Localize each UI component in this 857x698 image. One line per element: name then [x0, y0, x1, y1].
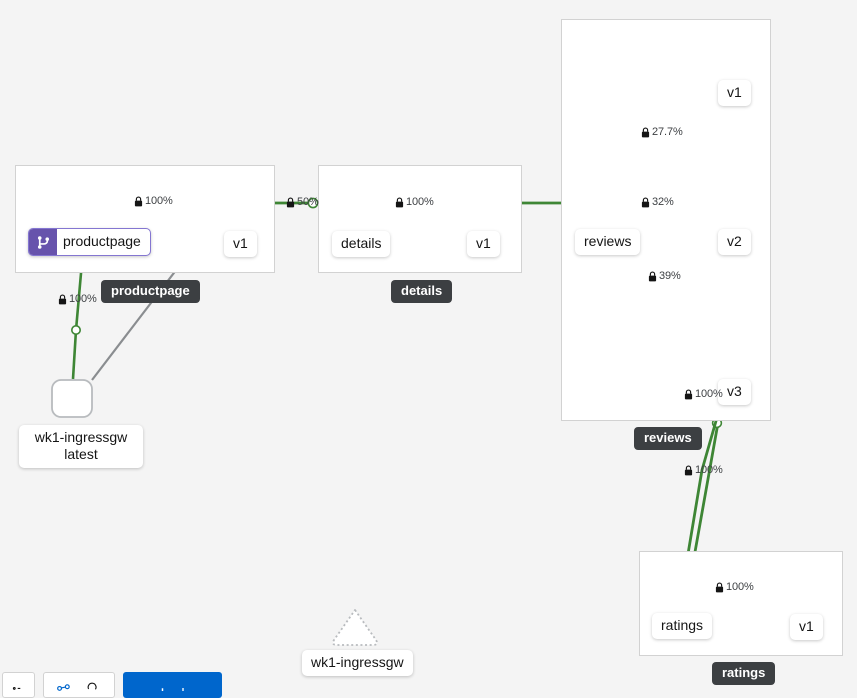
node-label-line1: wk1-ingressgw: [34, 429, 128, 445]
edge-label-text: 100%: [726, 581, 754, 593]
edge-label-text: 100%: [406, 196, 434, 208]
group-badge-ratings[interactable]: ratings: [712, 662, 776, 686]
node-label-wk1-ingressgw-service[interactable]: wk1-ingressgw: [302, 650, 413, 676]
group-badge-reviews[interactable]: reviews: [634, 427, 702, 451]
chevron-down-icon: [182, 687, 184, 691]
lock-icon: [684, 388, 693, 399]
edge-label-productpage-v1-to-details-service[interactable]: 50%: [286, 196, 319, 208]
node-wk1-ingressgw-latest[interactable]: [51, 379, 93, 418]
node-label-line2: latest: [64, 446, 98, 462]
node-label-details-v1[interactable]: v1: [467, 231, 500, 257]
edge-label-reviews-service-to-v1[interactable]: 27.7%: [641, 126, 683, 138]
edge-label-reviews-v3-to-ratings[interactable]: 100%: [684, 464, 723, 476]
graph-toolbar[interactable]: [0, 672, 222, 698]
git-branch-icon: [29, 229, 57, 255]
node-wk1-ingressgw-service[interactable]: [332, 609, 378, 646]
node-label-reviews-v2[interactable]: v2: [718, 229, 751, 255]
edge-label-text: 100%: [145, 195, 173, 207]
edge-label-text: 39%: [659, 270, 681, 282]
lock-icon: [684, 464, 693, 475]
edge-label-productpage-service-to-v1[interactable]: 100%: [134, 195, 173, 207]
node-label-ratings-v1[interactable]: v1: [790, 614, 823, 640]
node-label-reviews-service[interactable]: reviews: [575, 229, 641, 255]
group-badge-productpage[interactable]: productpage: [101, 280, 200, 304]
group-badge-details[interactable]: details: [391, 280, 453, 304]
edge-label-reviews-service-to-v3[interactable]: 39%: [648, 270, 681, 282]
lock-icon: [641, 126, 650, 137]
node-label-ratings-service[interactable]: ratings: [652, 613, 713, 639]
primary-action-button[interactable]: [122, 672, 222, 698]
edge-label-reviews-v2-to-ratings[interactable]: 100%: [684, 388, 723, 400]
node-label-reviews-v1[interactable]: v1: [718, 80, 751, 106]
layout-icon: [56, 684, 70, 691]
lock-icon: [641, 196, 650, 207]
lock-icon: [715, 581, 724, 592]
fit-to-screen-button[interactable]: [42, 672, 115, 698]
edge-label-details-service-to-v1[interactable]: 100%: [395, 196, 434, 208]
lock-icon: [648, 270, 657, 281]
zoom-icon: [13, 687, 21, 690]
group-box-ratings[interactable]: [639, 551, 843, 656]
edge-label-text: 27.7%: [652, 126, 683, 138]
edge-label-ingressgw-to-productpage-service[interactable]: 100%: [58, 293, 97, 305]
edge-label-text: 32%: [652, 196, 674, 208]
refresh-icon: [87, 682, 97, 690]
lock-icon: [58, 293, 67, 304]
edge-label-text: 100%: [69, 293, 97, 305]
node-label-wk1-ingressgw-latest[interactable]: wk1-ingressgw latest: [19, 425, 143, 468]
lock-icon: [134, 195, 143, 206]
node-label-productpage-v1[interactable]: v1: [224, 231, 257, 257]
edge-label-ratings-service-to-v1[interactable]: 100%: [715, 581, 754, 593]
edge-label-reviews-service-to-v2[interactable]: 32%: [641, 196, 674, 208]
edge-label-text: 100%: [695, 388, 723, 400]
node-label-reviews-v3[interactable]: v3: [718, 379, 751, 405]
edge-label-text: 50%: [297, 196, 319, 208]
node-label-text: productpage: [63, 233, 141, 249]
node-label-productpage-service[interactable]: productpage: [28, 228, 151, 256]
edge-label-text: 100%: [695, 464, 723, 476]
zoom-controls-button[interactable]: [2, 672, 35, 698]
lock-icon: [286, 196, 295, 207]
plus-icon: [161, 687, 164, 691]
lock-icon: [395, 196, 404, 207]
node-label-details-service[interactable]: details: [332, 231, 391, 257]
